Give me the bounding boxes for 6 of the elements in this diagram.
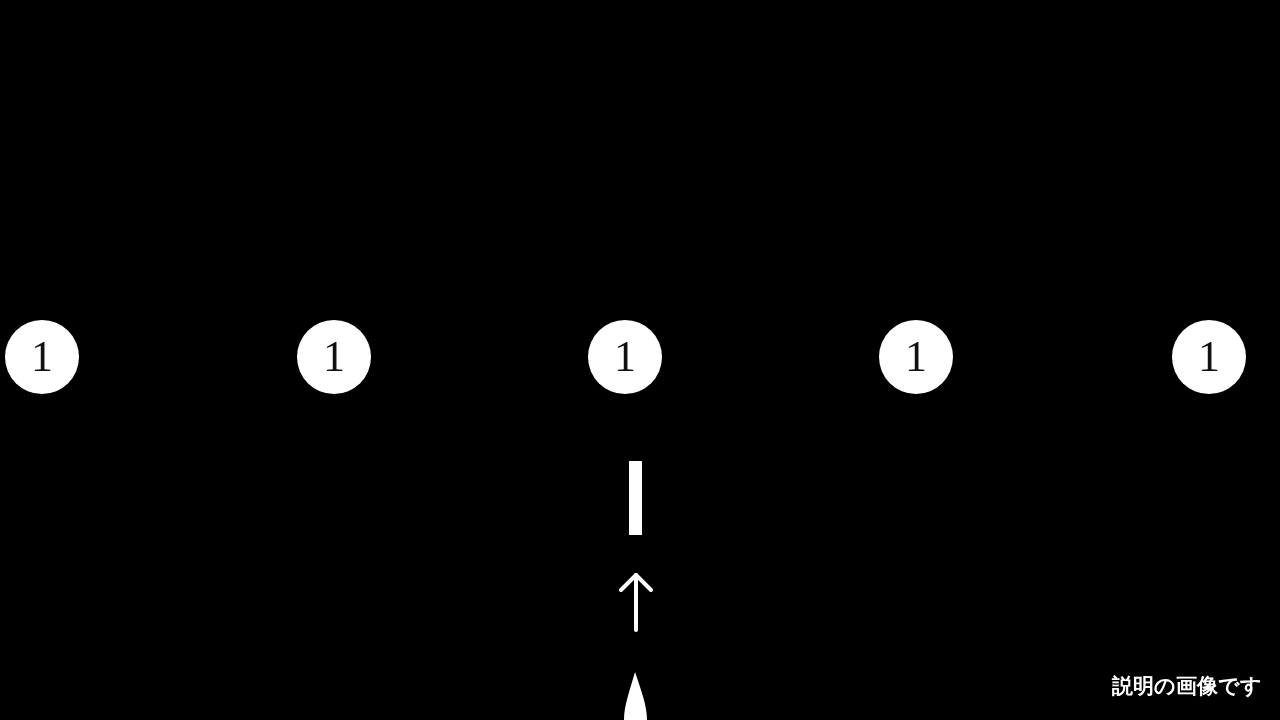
number-circle: 1	[5, 320, 79, 394]
note-text: 説明の画像です	[1112, 672, 1262, 700]
number-circle: 1	[588, 320, 662, 394]
number-circle: 1	[297, 320, 371, 394]
number-circle: 1	[1172, 320, 1246, 394]
number-circle: 1	[879, 320, 953, 394]
